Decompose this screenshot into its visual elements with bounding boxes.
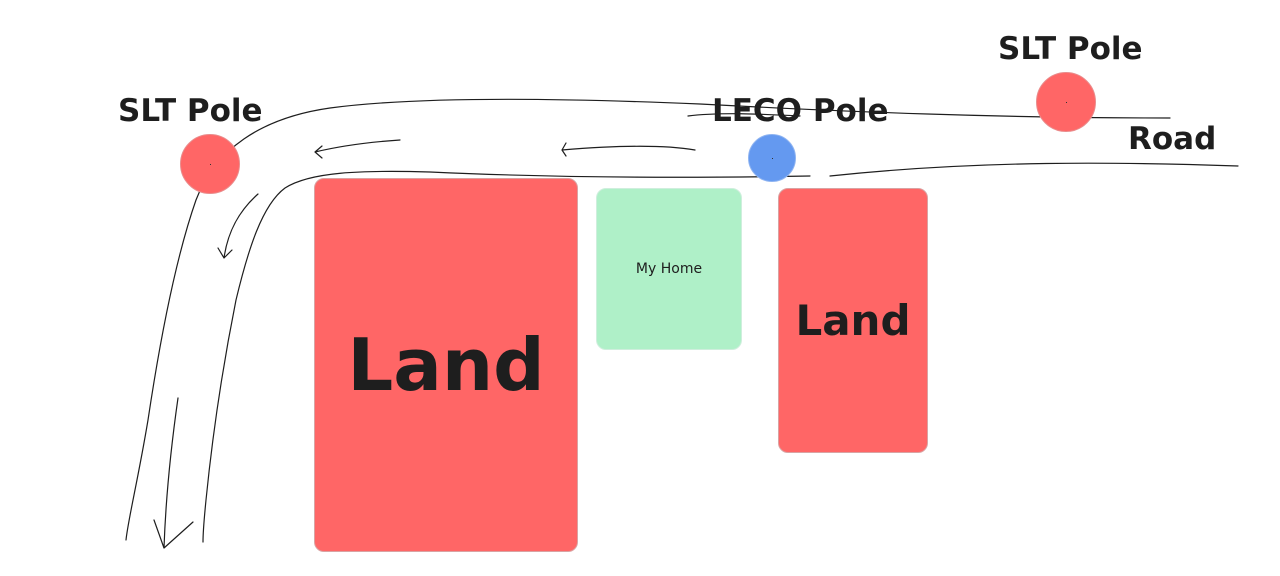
slt-pole-right-marker [1036, 72, 1096, 132]
arrow-left-middle [561, 142, 696, 157]
slt-pole-left-label: SLT Pole [118, 93, 263, 129]
leco-pole-marker [748, 134, 796, 182]
land-lot-small: Land [778, 188, 928, 453]
leco-pole-label: LECO Pole [712, 93, 889, 129]
arrow-down-long [153, 397, 194, 549]
road-label: Road [1128, 121, 1217, 157]
slt-pole-left-marker [180, 134, 240, 194]
arrow-down-curve [217, 193, 259, 259]
arrow-left-upper [314, 139, 401, 159]
slt-pole-right-label: SLT Pole [998, 31, 1143, 67]
my-home-lot: My Home [596, 188, 742, 350]
land-lot-large: Land [314, 178, 578, 552]
